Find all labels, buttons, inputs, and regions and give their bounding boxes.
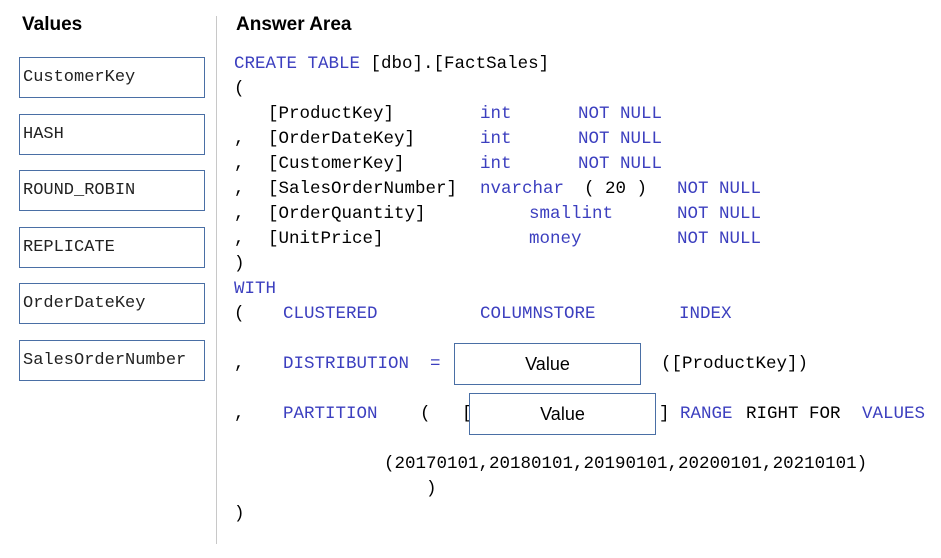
value-item-customerkey[interactable]: CustomerKey bbox=[19, 57, 205, 98]
boundary-values: (20170101,20180101,20190101,20200101,202… bbox=[384, 454, 868, 474]
column-nullability: NOT NULL bbox=[677, 229, 762, 249]
column-name: [UnitPrice] bbox=[268, 229, 384, 249]
comma: , bbox=[234, 229, 245, 249]
column-type: int bbox=[480, 154, 512, 174]
column-type-args: ( 20 ) bbox=[584, 179, 648, 199]
comma: , bbox=[234, 129, 245, 149]
right-for-keyword: RIGHT FOR bbox=[746, 404, 841, 424]
value-item-hash[interactable]: HASH bbox=[19, 114, 205, 155]
columnstore-keyword: COLUMNSTORE bbox=[480, 304, 596, 324]
clustered-keyword: CLUSTERED bbox=[283, 304, 378, 324]
value-item-round-robin[interactable]: ROUND_ROBIN bbox=[19, 170, 205, 211]
panel-divider bbox=[216, 16, 217, 544]
final-close-paren: ) bbox=[234, 504, 245, 524]
answer-area-heading: Answer Area bbox=[236, 14, 352, 35]
distribution-keyword: DISTRIBUTION bbox=[283, 354, 410, 374]
column-name: [OrderQuantity] bbox=[268, 204, 426, 224]
column-nullability: NOT NULL bbox=[578, 129, 663, 149]
index-keyword: INDEX bbox=[679, 304, 732, 324]
column-type: smallint bbox=[529, 204, 614, 224]
code-line-create: CREATE TABLE [dbo].[FactSales] bbox=[234, 54, 549, 74]
comma: , bbox=[234, 404, 245, 424]
column-nullability: NOT NULL bbox=[677, 204, 762, 224]
column-name: [OrderDateKey] bbox=[268, 129, 416, 149]
column-nullability: NOT NULL bbox=[578, 154, 663, 174]
column-type: money bbox=[529, 229, 582, 249]
column-type: int bbox=[480, 129, 512, 149]
value-item-replicate[interactable]: REPLICATE bbox=[19, 227, 205, 268]
distribution-drop-target[interactable]: Value bbox=[454, 343, 641, 385]
equals-sign: = bbox=[430, 354, 441, 374]
column-nullability: NOT NULL bbox=[578, 104, 663, 124]
with-keyword: WITH bbox=[234, 279, 277, 299]
column-name: [ProductKey] bbox=[268, 104, 395, 124]
code-open-paren: ( bbox=[234, 79, 245, 99]
range-keyword: RANGE bbox=[680, 404, 733, 424]
code-close-paren: ) bbox=[234, 254, 245, 274]
partition-open: ( [ bbox=[420, 404, 473, 424]
comma: , bbox=[234, 354, 245, 374]
column-type: int bbox=[480, 104, 512, 124]
value-item-salesordernumber[interactable]: SalesOrderNumber bbox=[19, 340, 205, 381]
partition-keyword: PARTITION bbox=[283, 404, 378, 424]
column-name: [SalesOrderNumber] bbox=[268, 179, 458, 199]
comma: , bbox=[234, 179, 245, 199]
partition-close: ] bbox=[659, 404, 670, 424]
comma: , bbox=[234, 204, 245, 224]
column-type: nvarchar bbox=[480, 179, 565, 199]
values-keyword: VALUES bbox=[862, 404, 926, 424]
column-nullability: NOT NULL bbox=[677, 179, 762, 199]
value-item-orderdatekey[interactable]: OrderDateKey bbox=[19, 283, 205, 324]
column-name: [CustomerKey] bbox=[268, 154, 405, 174]
partition-drop-target[interactable]: Value bbox=[469, 393, 656, 435]
create-table-keyword: CREATE TABLE bbox=[234, 54, 361, 74]
inner-close-paren: ) bbox=[426, 479, 437, 499]
table-name: [dbo].[FactSales] bbox=[370, 54, 550, 74]
with-open-paren: ( bbox=[234, 304, 245, 324]
values-heading: Values bbox=[22, 14, 83, 35]
distribution-suffix: ([ProductKey]) bbox=[661, 354, 809, 374]
comma: , bbox=[234, 154, 245, 174]
